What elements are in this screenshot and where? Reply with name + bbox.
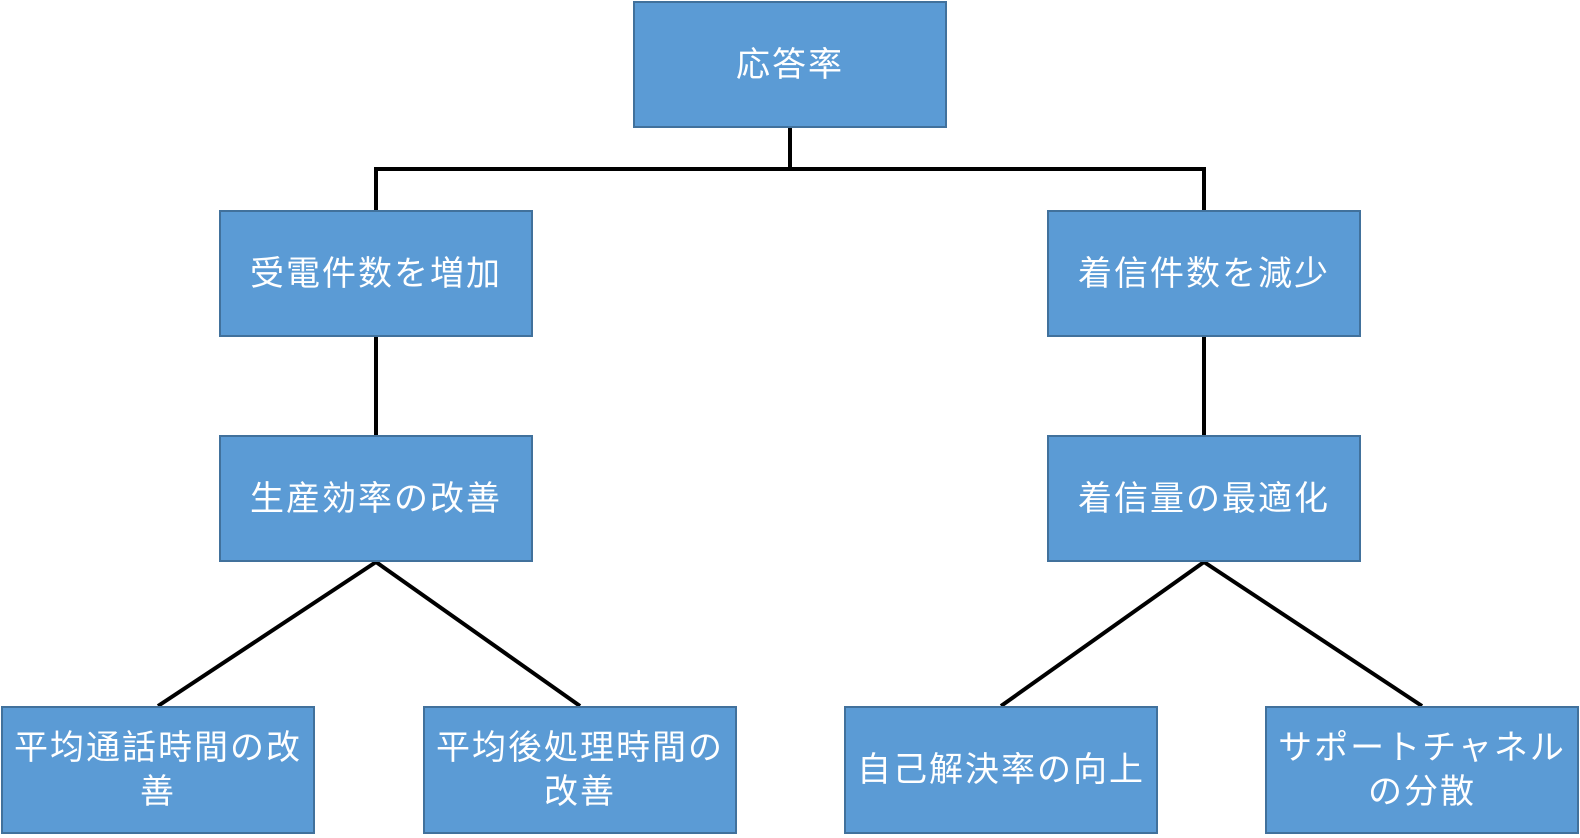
node-right-level1: 着信件数を減少 — [1047, 210, 1361, 337]
node-leaf-2-label: 平均後処理時間の改善 — [436, 728, 724, 812]
connector-left-l2-to-leaf-2 — [374, 560, 582, 708]
node-leaf-4: サポートチャネルの分散 — [1265, 706, 1579, 834]
node-leaf-3-label: 自己解決率の向上 — [857, 750, 1145, 790]
node-leaf-4-label: サポートチャネルの分散 — [1278, 728, 1566, 812]
node-right-level2-label: 着信量の最適化 — [1078, 478, 1330, 519]
node-left-level1: 受電件数を増加 — [219, 210, 533, 337]
connector-left-l2-to-leaf-1 — [156, 560, 378, 708]
node-right-level2: 着信量の最適化 — [1047, 435, 1361, 562]
node-leaf-3: 自己解決率の向上 — [844, 706, 1158, 834]
connector-right-l2-to-leaf-3 — [999, 560, 1206, 708]
node-leaf-1-label: 平均通話時間の改善 — [14, 728, 302, 812]
connector-root-to-right-level1 — [790, 167, 1206, 210]
connector-right-l2-to-leaf-4 — [1202, 560, 1424, 708]
node-right-level1-label: 着信件数を減少 — [1078, 253, 1330, 294]
node-left-level1-label: 受電件数を増加 — [250, 253, 502, 294]
node-leaf-1: 平均通話時間の改善 — [1, 706, 315, 834]
node-left-level2-label: 生産効率の改善 — [250, 478, 502, 519]
node-left-level2: 生産効率の改善 — [219, 435, 533, 562]
node-leaf-2: 平均後処理時間の改善 — [423, 706, 737, 834]
connector-root-to-level1 — [374, 128, 792, 210]
node-root: 応答率 — [633, 1, 947, 128]
node-root-label: 応答率 — [736, 44, 844, 85]
